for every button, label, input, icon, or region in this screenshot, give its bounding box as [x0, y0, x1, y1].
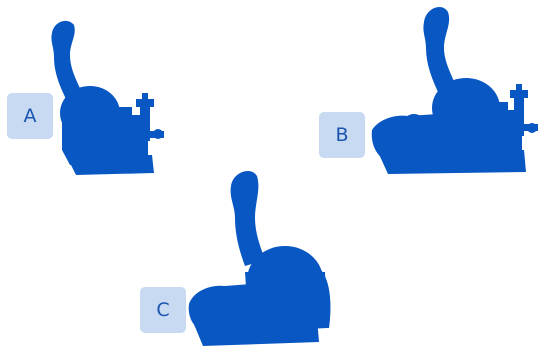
- machine-silhouette-c-icon: [188, 171, 331, 346]
- variant-label-c: C: [140, 287, 186, 333]
- variant-label-a: A: [7, 93, 53, 139]
- variant-label-b: B: [319, 112, 365, 158]
- machine-silhouette-a-icon: [51, 20, 164, 175]
- machine-silhouette-b-icon: [371, 7, 538, 174]
